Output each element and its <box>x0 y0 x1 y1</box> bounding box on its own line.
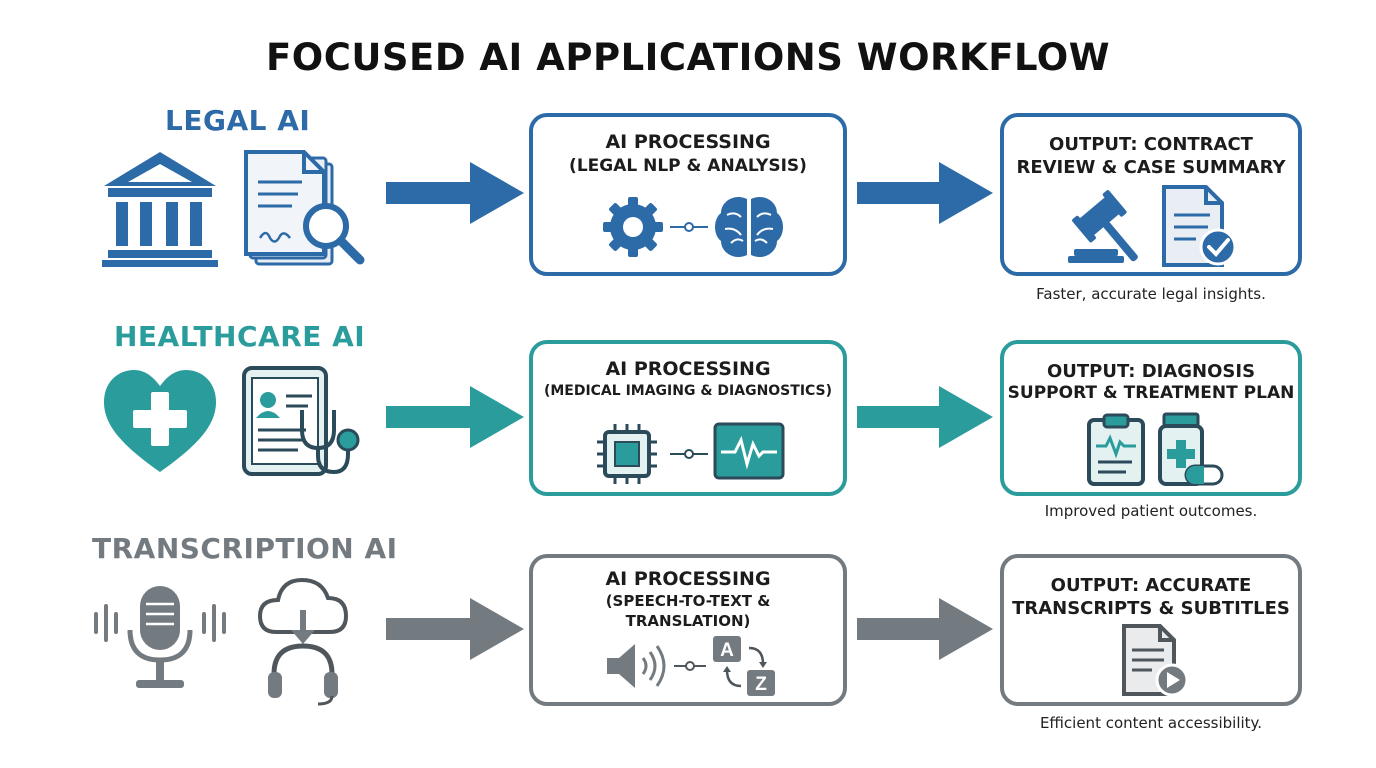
processing-subtitle-healthcare: (MEDICAL IMAGING & DIAGNOSTICS) <box>543 383 833 399</box>
medicine-bottle-icon <box>1158 412 1224 486</box>
video-document-icon <box>1122 624 1189 697</box>
processing-subtitle-legal: (LEGAL NLP & ANALYSIS) <box>569 156 807 176</box>
output-line1-healthcare: OUTPUT: DIAGNOSIS <box>1046 361 1256 382</box>
translate-letter-z: Z <box>755 674 767 695</box>
document-magnifier-icon <box>244 150 365 266</box>
processing-box-healthcare: AI PROCESSING (MEDICAL IMAGING & DIAGNOS… <box>529 340 847 496</box>
caption-healthcare: Improved patient outcomes. <box>1044 502 1258 520</box>
tablet-stethoscope-icon <box>242 366 360 476</box>
category-label-legal: LEGAL AI <box>165 104 311 137</box>
processing-subtitle-transcription: (SPEECH-TO-TEXT & <box>605 592 771 610</box>
brain-icon <box>715 196 783 258</box>
caption-legal: Faster, accurate legal insights. <box>1036 285 1266 303</box>
gear-icon <box>603 197 663 257</box>
output-box-transcription: OUTPUT: ACCURATE TRANSCRIPTS & SUBTITLES <box>1000 554 1302 706</box>
processing-title-legal: AI PROCESSING <box>605 131 771 153</box>
output-line1-legal: OUTPUT: CONTRACT <box>1049 134 1253 155</box>
output-line2-transcription: TRANSCRIPTS & SUBTITLES <box>1012 598 1290 619</box>
checked-document-icon <box>1162 185 1237 267</box>
caption-transcription: Efficient content accessibility. <box>1039 714 1263 732</box>
heart-plus-icon <box>104 370 216 472</box>
arrow-transcription-output <box>857 598 993 660</box>
translate-letter-a: A <box>720 640 734 661</box>
gavel-icon <box>1068 190 1138 263</box>
processing-box-transcription: AI PROCESSING (SPEECH-TO-TEXT & TRANSLAT… <box>529 554 847 706</box>
output-line2-healthcare: SUPPORT & TREATMENT PLAN <box>1007 383 1295 403</box>
output-box-healthcare: OUTPUT: DIAGNOSIS SUPPORT & TREATMENT PL… <box>1000 340 1302 496</box>
microphone-icon <box>94 586 226 688</box>
cloud-headset-icon <box>257 577 349 706</box>
processing-title-transcription: AI PROCESSING <box>605 568 771 590</box>
heartbeat-monitor-icon <box>713 422 785 480</box>
courthouse-icon <box>102 152 218 267</box>
output-line1-transcription: OUTPUT: ACCURATE <box>1050 575 1252 596</box>
category-label-transcription: TRANSCRIPTION AI <box>92 532 398 565</box>
clipboard-icon <box>1087 413 1145 486</box>
connector-healthcare-processing <box>670 449 708 459</box>
processing-subtitle2-transcription: TRANSLATION) <box>625 612 751 630</box>
arrow-healthcare-input <box>386 386 524 448</box>
chip-icon <box>597 424 657 484</box>
processing-title-healthcare: AI PROCESSING <box>605 358 771 380</box>
arrow-legal-input <box>386 162 524 224</box>
processing-box-legal: AI PROCESSING (LEGAL NLP & ANALYSIS) <box>529 113 847 276</box>
category-label-healthcare: HEALTHCARE AI <box>114 320 366 353</box>
arrow-legal-output <box>857 162 993 224</box>
connector-transcription-processing <box>674 661 706 671</box>
arrow-healthcare-output <box>857 386 993 448</box>
connector-legal-processing <box>670 222 708 232</box>
speaker-icon <box>607 644 666 688</box>
output-line2-legal: REVIEW & CASE SUMMARY <box>1016 157 1286 178</box>
output-box-legal: OUTPUT: CONTRACT REVIEW & CASE SUMMARY <box>1000 113 1302 276</box>
arrow-transcription-input <box>386 598 524 660</box>
translate-icon: A Z <box>713 636 775 696</box>
page-title: FOCUSED AI APPLICATIONS WORKFLOW <box>265 36 1111 79</box>
